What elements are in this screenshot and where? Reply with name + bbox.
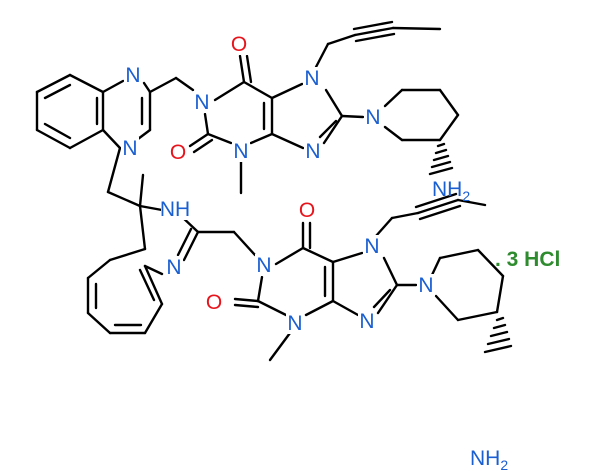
atom-nh-linker: NH [160,198,190,221]
atom-n9-top: N [305,140,320,163]
atom-n1-bottom: N [256,254,271,277]
atom-n-quinazoline-3: N [122,137,137,160]
atom-o-bottom-c6: O [299,199,315,222]
atom-n3-top: N [233,140,248,163]
atom-o-top-c6: O [231,33,247,56]
atom-nh2-bottom: NH2 [470,447,508,471]
atom-n7-bottom: N [364,235,379,258]
atom-o-bottom-c2: O [206,291,222,314]
salt-label: . 3 HCl [495,248,560,271]
atom-n-quinazoline-1: N [125,64,140,87]
atom-o-top-c2: O [170,141,186,164]
atom-labels: N N N O O N N N N NH2 NH N N O O N [121,33,508,471]
bonds [35,20,513,362]
atom-n-piperidine-bottom: N [418,274,433,297]
atom-n3-bottom: N [287,312,302,335]
atom-nh2-top: NH2 [432,178,470,204]
atom-n-piperidine-top: N [365,106,380,129]
atom-n7-top: N [304,67,319,90]
atom-n1-top: N [194,91,209,114]
atom-n-imine-linker: N [166,256,181,279]
atom-n9-bottom: N [359,310,374,333]
